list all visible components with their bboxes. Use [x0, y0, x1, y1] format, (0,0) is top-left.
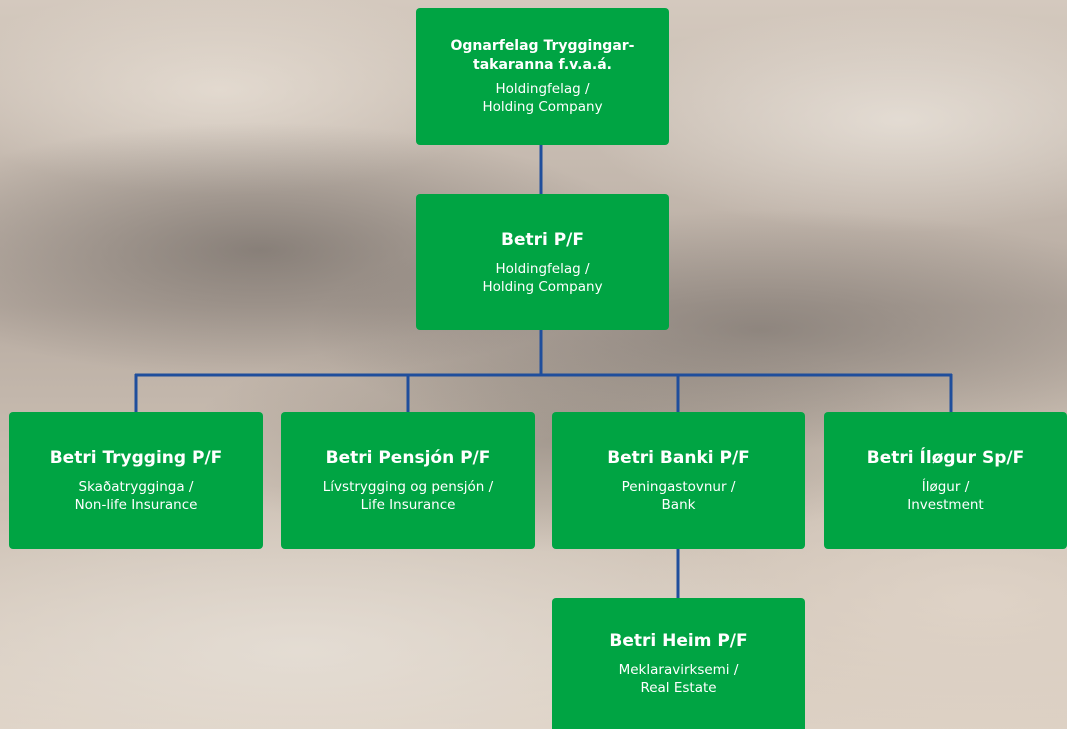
org-box-betri-heim: Betri Heim P/F Meklaravirksemi / Real Es…	[552, 598, 805, 729]
org-box-title: Betri P/F	[500, 229, 585, 250]
subtitle-line-2: Bank	[661, 497, 696, 513]
subtitle-line-2: Holding Company	[482, 99, 603, 115]
org-box-subtitle: Skaðatrygginga / Non-life Insurance	[75, 478, 198, 514]
org-box-title: Betri Trygging P/F	[49, 448, 223, 468]
org-box-ognarfelag: Ognarfelag Tryggingar- takaranna f.v.a.á…	[416, 8, 669, 145]
subtitle-line-1: Peningastovnur /	[621, 479, 736, 495]
subtitle-line-1: Íløgur /	[921, 479, 970, 495]
subtitle-line-1: Holdingfelag /	[495, 81, 590, 97]
org-box-title: Ognarfelag Tryggingar- takaranna f.v.a.á…	[450, 37, 634, 75]
subtitle-line-1: Lívstrygging og pensjón /	[322, 479, 494, 495]
org-box-title: Betri Pensjón P/F	[325, 448, 491, 468]
org-box-subtitle: Holdingfelag / Holding Company	[482, 260, 602, 296]
subtitle-line-1: Holdingfelag /	[495, 260, 590, 277]
org-box-betri-trygging: Betri Trygging P/F Skaðatrygginga / Non-…	[9, 412, 263, 549]
org-box-betri: Betri P/F Holdingfelag / Holding Company	[416, 194, 669, 330]
title-line-1: Ognarfelag Tryggingar-	[450, 38, 635, 54]
org-box-betri-banki: Betri Banki P/F Peningastovnur / Bank	[552, 412, 805, 549]
org-box-subtitle: Lívstrygging og pensjón / Life Insurance	[323, 478, 493, 514]
subtitle-line-2: Life Insurance	[360, 497, 456, 513]
org-box-title: Betri Heim P/F	[609, 631, 748, 651]
subtitle-line-1: Skaðatrygginga /	[78, 479, 194, 495]
subtitle-line-2: Non-life Insurance	[74, 497, 198, 513]
subtitle-line-2: Real Estate	[640, 680, 717, 696]
subtitle-line-2: Investment	[907, 497, 984, 513]
org-box-subtitle: Meklaravirksemi / Real Estate	[619, 661, 739, 697]
org-box-betri-ilogur: Betri Íløgur Sp/F Íløgur / Investment	[824, 412, 1067, 549]
subtitle-line-1: Meklaravirksemi /	[618, 662, 739, 678]
org-box-subtitle: Peningastovnur / Bank	[622, 478, 736, 514]
org-box-subtitle: Holdingfelag / Holding Company	[482, 80, 602, 116]
title-line-2: takaranna f.v.a.á.	[473, 57, 612, 73]
subtitle-line-2: Holding Company	[482, 278, 603, 295]
org-box-betri-pensjon: Betri Pensjón P/F Lívstrygging og pensjó…	[281, 412, 535, 549]
org-box-title: Betri Íløgur Sp/F	[866, 448, 1025, 468]
org-box-subtitle: Íløgur / Investment	[907, 478, 983, 514]
org-box-title: Betri Banki P/F	[607, 448, 750, 468]
